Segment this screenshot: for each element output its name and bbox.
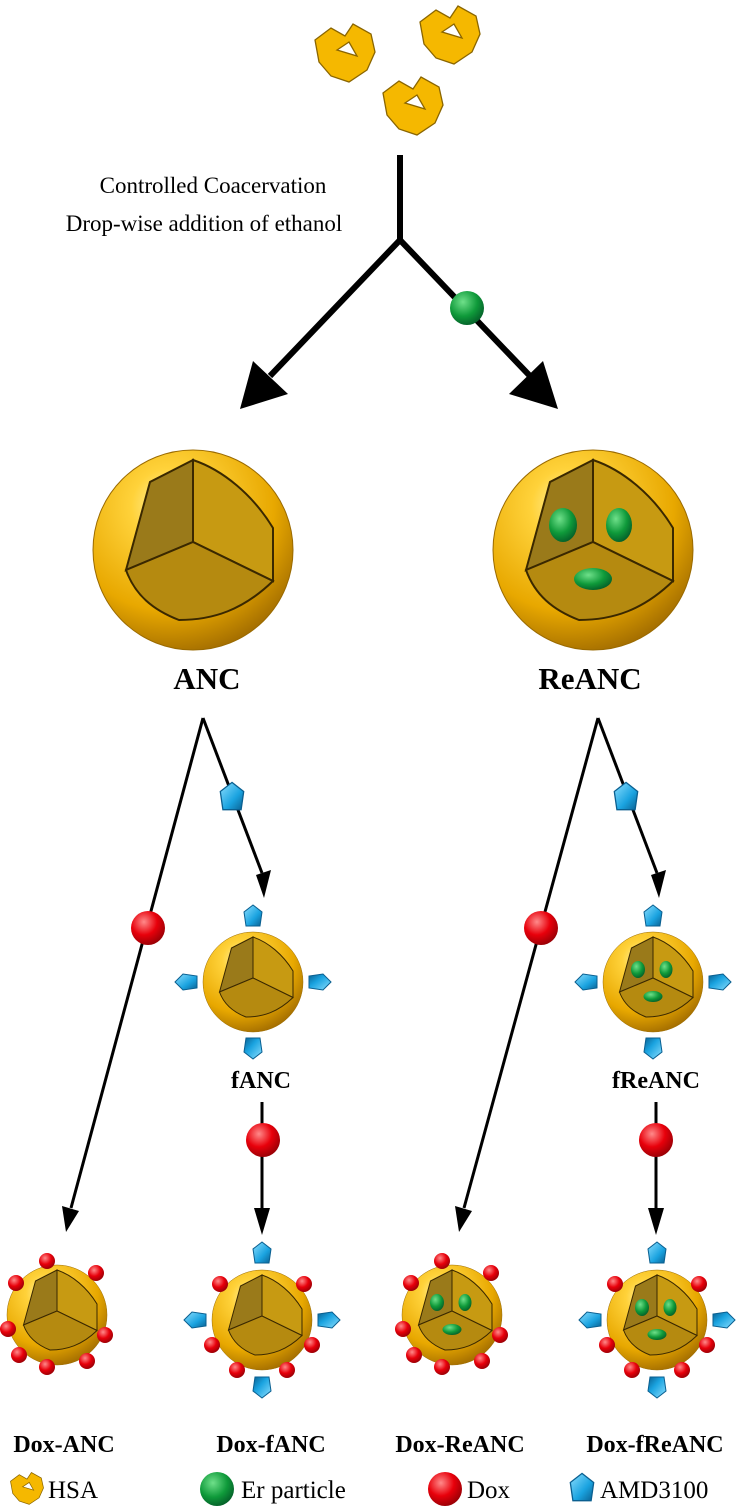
amd3100-marker-icon — [219, 781, 245, 811]
freanc-nanoparticle — [574, 904, 732, 1060]
dox-freanc-label: Dox-fReANC — [586, 1432, 723, 1458]
hsa-molecule-icon — [419, 5, 481, 65]
dox-marker-icon — [524, 911, 558, 945]
dox-marker-icon — [131, 911, 165, 945]
legend: HSA Er particle Dox AMD3100 — [10, 1472, 708, 1506]
arrowhead — [240, 361, 288, 409]
arrowhead — [509, 361, 558, 409]
anc-nanoparticle — [92, 449, 294, 651]
reanc-label: ReANC — [538, 661, 641, 696]
fanc-nanoparticle — [174, 904, 332, 1060]
amd3100-legend-icon — [569, 1472, 595, 1502]
dox-reanc-label: Dox-ReANC — [395, 1432, 524, 1458]
dox-marker-icon — [639, 1123, 673, 1157]
dox-fanc-label: Dox-fANC — [216, 1432, 325, 1458]
dox-marker-icon — [246, 1123, 280, 1157]
dox-fanc-nanoparticle — [183, 1241, 341, 1399]
process-step-1: Controlled Coacervation — [100, 173, 327, 198]
hsa-molecule-icon — [314, 23, 376, 83]
er-particle-icon — [450, 291, 484, 325]
branch-arrowheads — [62, 870, 666, 1235]
fanc-label: fANC — [231, 1068, 291, 1094]
dox-anc-label: Dox-ANC — [13, 1432, 114, 1458]
legend-amd-label: AMD3100 — [600, 1477, 708, 1504]
dox-reanc-nanoparticle — [395, 1253, 508, 1375]
process-step-2: Drop-wise addition of ethanol — [66, 211, 343, 236]
hsa-legend-icon — [10, 1472, 44, 1505]
dox-anc-nanoparticle — [0, 1253, 113, 1375]
anc-label: ANC — [173, 661, 240, 696]
freanc-label: fReANC — [612, 1068, 700, 1094]
branch-arrows — [69, 717, 659, 1210]
legend-er-label: Er particle — [241, 1477, 346, 1504]
er-particle-legend-icon — [200, 1472, 234, 1506]
dox-freanc-nanoparticle — [578, 1241, 736, 1399]
dox-legend-icon — [428, 1472, 462, 1506]
hsa-molecule-icon — [382, 76, 444, 136]
hsa-molecules — [314, 5, 481, 136]
amd3100-marker-icon — [613, 781, 639, 811]
legend-hsa-label: HSA — [48, 1477, 98, 1504]
reanc-nanoparticle — [492, 449, 694, 651]
legend-dox-label: Dox — [467, 1477, 511, 1504]
